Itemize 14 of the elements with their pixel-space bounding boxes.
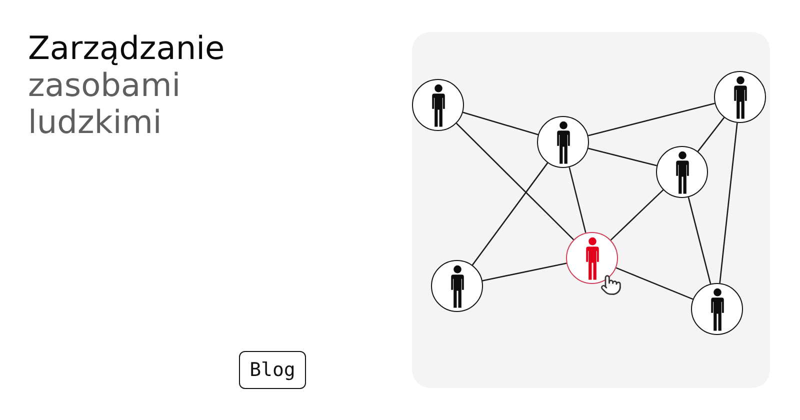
- connector-line: [588, 148, 657, 166]
- connector-line: [688, 197, 712, 284]
- connector-line: [588, 102, 715, 136]
- blog-tag: Blog: [239, 351, 306, 389]
- connector-line: [482, 262, 567, 282]
- connector-line: [616, 267, 694, 300]
- connector-line: [697, 117, 725, 152]
- connector-line: [568, 167, 586, 233]
- connector-line: [456, 122, 574, 240]
- connector-line: [719, 122, 738, 284]
- connector-line: [610, 190, 664, 240]
- connector-line: [462, 112, 538, 136]
- title: Zarządzanie zasobami ludzkimi: [28, 30, 226, 141]
- connector-line: [472, 162, 548, 266]
